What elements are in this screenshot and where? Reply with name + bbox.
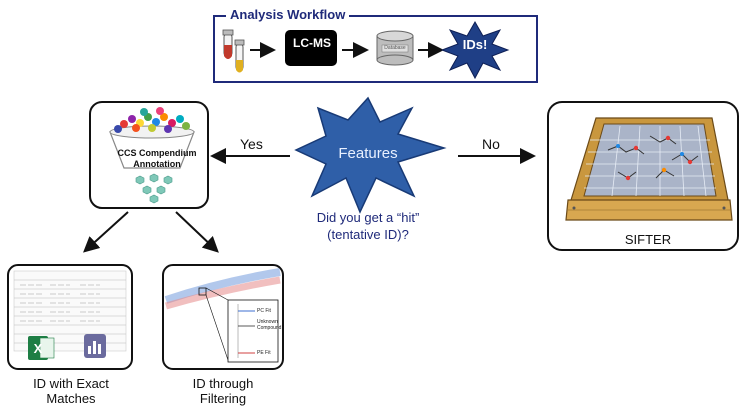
database-icon (376, 30, 414, 66)
legend-unknown: Unknown (257, 319, 278, 325)
ccs-line2: Annotation (133, 159, 181, 169)
filter-caption-line2: Filtering (199, 391, 247, 406)
exact-caption-line2: Matches (46, 391, 96, 406)
workflow-title: Analysis Workflow (226, 7, 350, 22)
sifter-label: SIFTER (624, 232, 672, 247)
filtering-plot-icon (164, 268, 281, 363)
no-label: No (482, 136, 500, 152)
ids-star-shape (440, 20, 510, 80)
exact-caption: ID with Exact Matches (10, 376, 132, 406)
arrow-to-filtering (175, 211, 219, 253)
lcms-box (285, 30, 337, 66)
numbers-app-icon (84, 334, 106, 358)
ccs-funnel-icon (109, 107, 195, 204)
exact-caption-line1: ID with Exact (33, 376, 109, 391)
filter-caption-line1: ID through (192, 376, 254, 391)
svg-text:X: X (34, 341, 43, 356)
features-label: Features (338, 145, 398, 162)
arrow-to-exact (83, 211, 129, 253)
legend-pc-fit: PC Fit (257, 308, 271, 314)
ccs-compendium-label: CCS Compendium Annotation (112, 148, 202, 170)
legend-pe-fit: PE Fit (257, 350, 271, 356)
yes-label: Yes (240, 136, 263, 152)
sample-tubes-icon (222, 29, 245, 73)
ids-label: IDs! (462, 37, 488, 52)
lcms-label: LC-MS (293, 36, 331, 50)
excel-icon: X (28, 336, 55, 360)
database-label: Database (384, 45, 406, 51)
legend-compound: Compound (257, 325, 282, 331)
ccs-line1: CCS Compendium (117, 148, 197, 158)
sifter-box-icon (565, 117, 733, 221)
hit-question-line1: Did you get a “hit” (316, 210, 420, 225)
hit-question-line2: (tentative ID)? (327, 227, 409, 242)
features-star-shape (294, 96, 447, 214)
filter-caption: ID through Filtering (163, 376, 283, 406)
